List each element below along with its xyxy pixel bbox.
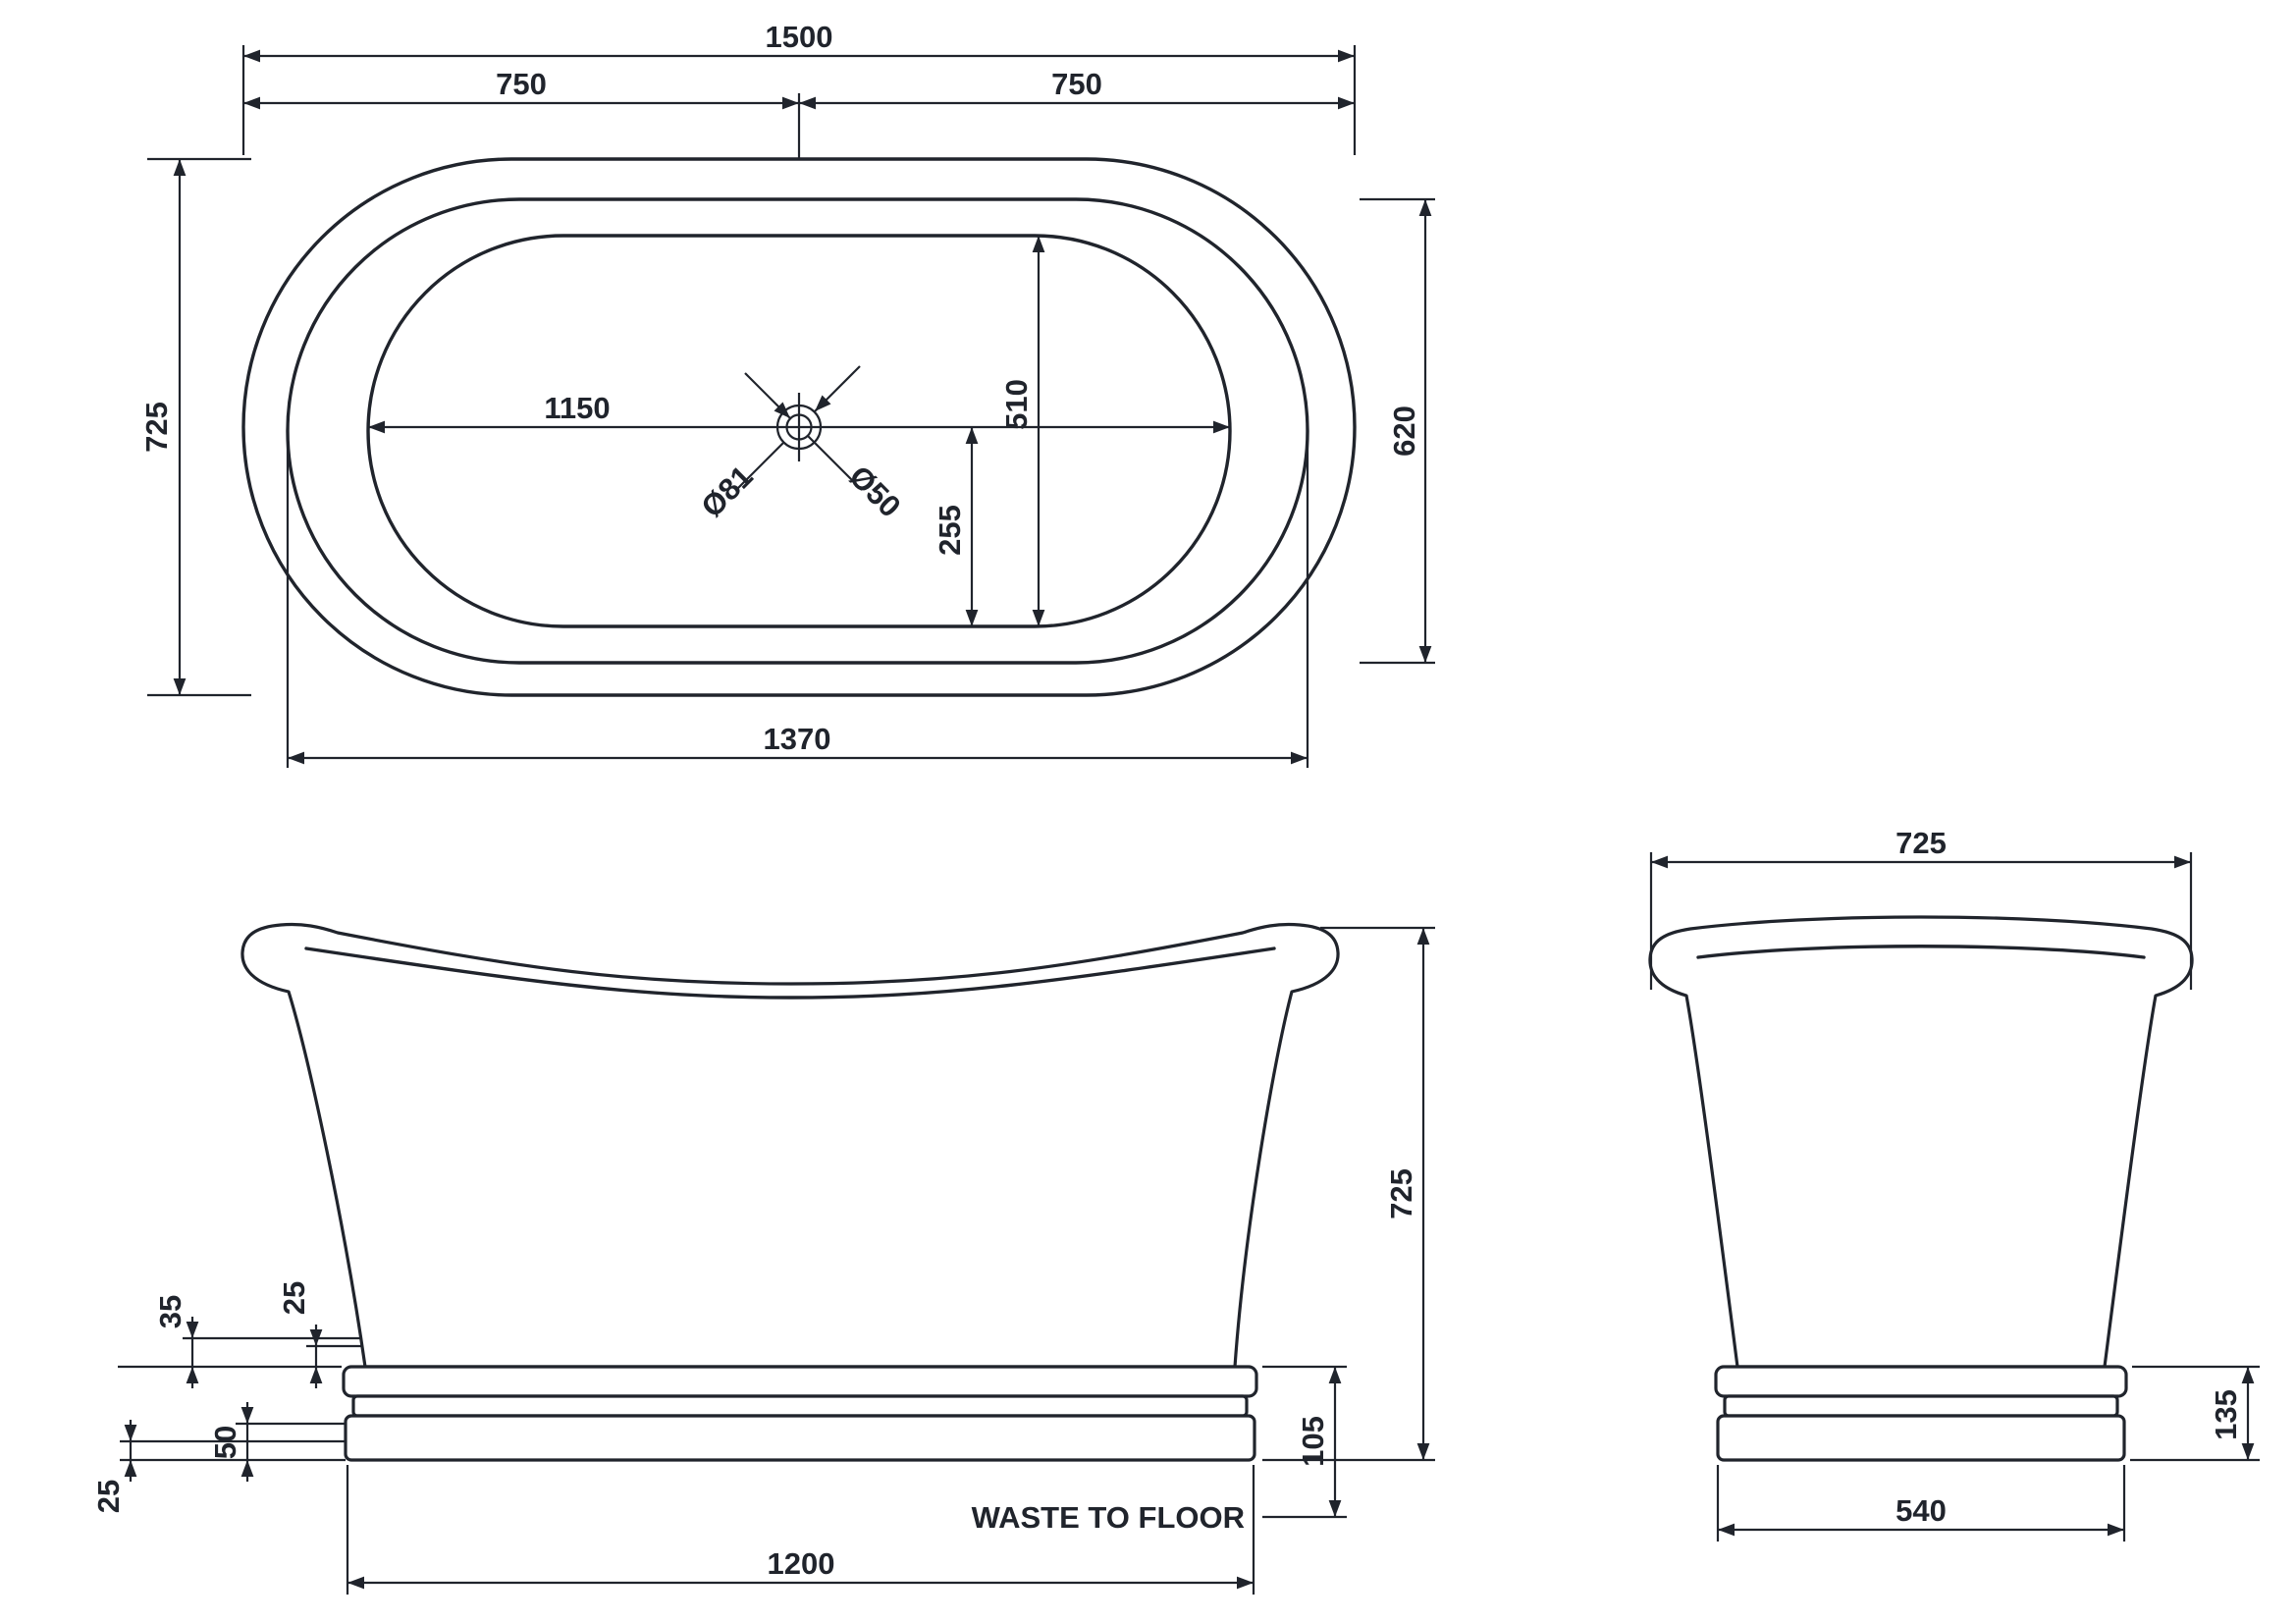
end-rim-inner-edge xyxy=(1696,945,2146,959)
dim-label-plinth-step: 25 xyxy=(91,1480,126,1513)
side-dim-height: 725 xyxy=(1262,926,1435,1462)
plan-view: 1500 750 750 725 620 1 xyxy=(139,20,1435,768)
plan-dim-rim-width: 620 xyxy=(1360,197,1435,665)
plan-dim-body-length: 1370 xyxy=(286,431,1309,768)
dim-label-waste-flange-diameter: Ø81 xyxy=(694,459,759,523)
dim-label-overall-length: 1500 xyxy=(766,20,833,54)
side-dim-skirt-step: 25 xyxy=(277,1281,361,1388)
dim-label-waste-diameter: Ø50 xyxy=(842,459,907,523)
plinth-top-band xyxy=(1714,1365,2128,1398)
side-rim-inner-edge xyxy=(304,947,1276,1000)
plinth-top-band xyxy=(342,1365,1258,1398)
side-bath-body xyxy=(240,922,1340,1369)
end-bath-body xyxy=(1648,915,2194,1369)
dim-label-base-length: 1200 xyxy=(768,1546,835,1581)
side-dim-skirt-height: 35 xyxy=(118,1295,361,1388)
plan-dim-overall-width: 725 xyxy=(139,157,251,697)
side-plinth xyxy=(342,1365,1258,1462)
plinth-base-band xyxy=(1716,1414,2126,1462)
end-dim-width: 725 xyxy=(1649,826,2193,990)
dim-label-half-right: 750 xyxy=(1051,67,1102,101)
dim-label-overall-width: 725 xyxy=(139,402,174,453)
end-dim-base-width: 540 xyxy=(1716,1465,2126,1542)
plan-dim-waste-offset: 255 xyxy=(933,427,979,626)
dim-label-height: 725 xyxy=(1384,1168,1418,1219)
dim-label-interior-length: 1150 xyxy=(544,391,610,425)
waste-to-floor-label: WASTE TO FLOOR xyxy=(972,1500,1245,1535)
dim-label-body-length: 1370 xyxy=(764,722,831,756)
leader-arrow xyxy=(744,372,791,419)
dim-label-skirt-step: 25 xyxy=(277,1281,311,1315)
dim-label-waste-to-floor-height: 105 xyxy=(1296,1416,1330,1467)
plinth-middle-band xyxy=(351,1394,1249,1418)
side-dim-base-length: 1200 xyxy=(346,1465,1255,1595)
plan-dim-interior-length: 1150 xyxy=(368,391,1230,434)
side-dim-waste-to-floor: 105 WASTE TO FLOOR xyxy=(972,1365,1347,1535)
end-elevation: 725 135 540 xyxy=(1648,826,2260,1542)
leader-line xyxy=(737,442,784,489)
plinth-middle-band xyxy=(1723,1394,2119,1418)
side-elevation: 725 105 WASTE TO FLOOR 1200 35 xyxy=(91,922,1435,1595)
end-dim-plinth-height: 135 xyxy=(2130,1365,2260,1462)
plan-waste-drain: Ø81 Ø50 xyxy=(694,365,908,524)
dim-label-end-plinth-height: 135 xyxy=(2209,1389,2243,1440)
dim-label-skirt-height: 35 xyxy=(153,1295,187,1328)
leader-line xyxy=(807,435,863,491)
plan-rim-inner-edge xyxy=(286,197,1309,665)
dim-label-end-width: 725 xyxy=(1896,826,1947,860)
dim-label-waste-offset: 255 xyxy=(933,505,967,556)
end-plinth xyxy=(1714,1365,2128,1462)
dim-label-rim-width: 620 xyxy=(1387,406,1421,457)
plan-dim-interior-width: 510 xyxy=(999,236,1045,626)
dim-label-end-base-width: 540 xyxy=(1896,1493,1947,1528)
dim-label-half-left: 750 xyxy=(496,67,547,101)
leader-arrow xyxy=(814,365,861,412)
side-dim-plinth-step: 25 xyxy=(91,1420,346,1513)
dim-label-interior-width: 510 xyxy=(999,379,1034,430)
plinth-base-band xyxy=(344,1414,1256,1462)
plan-dim-half-lengths: 750 750 xyxy=(243,67,1355,160)
